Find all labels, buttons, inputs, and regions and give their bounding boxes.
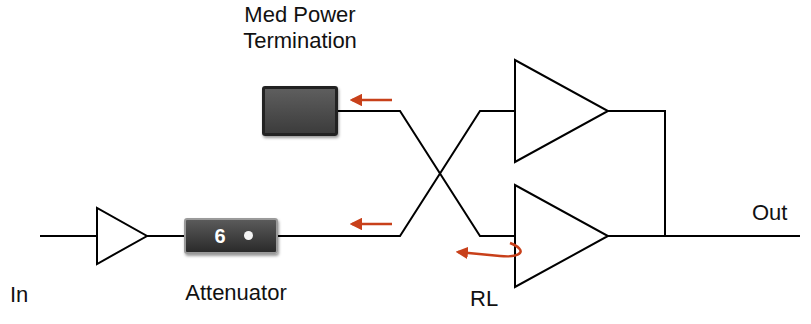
port-label: Out: [752, 200, 787, 226]
chip-body: 6: [184, 218, 278, 254]
amplifier-symbol: [515, 185, 608, 287]
reflection-arrow: [352, 223, 392, 226]
part-marking: 6: [208, 223, 232, 249]
amplifier-symbol: [97, 208, 147, 264]
attenuator-part: 6Attenuator: [168, 216, 306, 320]
pin-one-dot: [244, 231, 253, 240]
part-label: Attenuator: [168, 280, 304, 306]
return-loss-label: RL: [470, 286, 498, 312]
amplifier-symbol: [515, 60, 608, 162]
output-wire: [608, 111, 800, 236]
return-loss-arrow: [458, 243, 521, 256]
chip-body: [262, 86, 338, 136]
input-wire: [40, 235, 97, 237]
port-label: In: [10, 282, 28, 308]
coupler-wire: [338, 111, 515, 236]
wire: [147, 235, 184, 237]
part-label: Med Power Termination: [220, 2, 380, 54]
reflection-arrow: [352, 99, 392, 102]
termination-part: Med Power Termination: [220, 2, 382, 142]
